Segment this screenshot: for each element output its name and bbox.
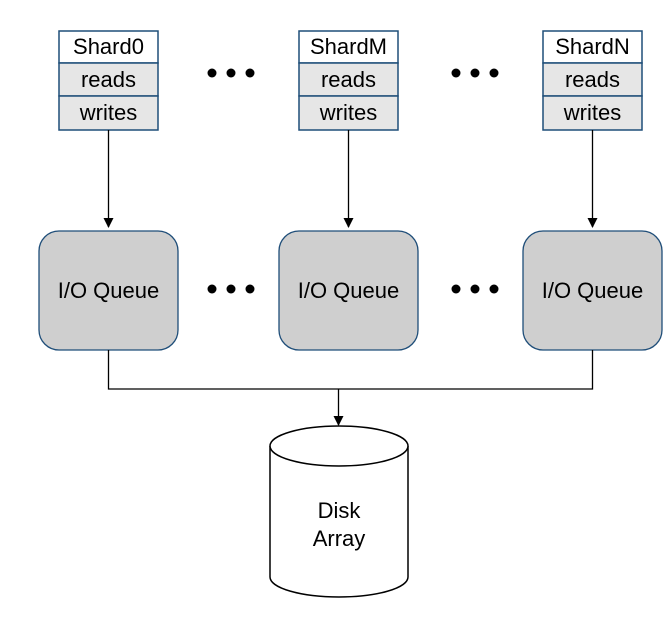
shard-box-m: ShardM reads writes [298, 30, 399, 131]
io-queue-0: I/O Queue [38, 230, 179, 351]
ellipsis-dots-mid-left [207, 284, 255, 294]
io-queue-m: I/O Queue [278, 230, 419, 351]
io-queue-label: I/O Queue [542, 278, 644, 303]
shard-writes-label: writes [319, 100, 377, 125]
merge-connector [107, 350, 594, 390]
io-queue-label: I/O Queue [58, 278, 160, 303]
shard-reads-label: reads [565, 67, 620, 92]
io-queue-n: I/O Queue [522, 230, 663, 351]
shard-reads-label: reads [81, 67, 136, 92]
shard-writes-label: writes [563, 100, 621, 125]
ellipsis-dots-mid-right [451, 284, 499, 294]
io-queue-label: I/O Queue [298, 278, 400, 303]
shard-title: ShardM [310, 34, 387, 59]
shard-box-0: Shard0 reads writes [58, 30, 159, 131]
ellipsis-dots-top-right [451, 68, 499, 78]
shard-title: Shard0 [73, 34, 144, 59]
shard-reads-label: reads [321, 67, 376, 92]
shard-title: ShardN [555, 34, 630, 59]
shard-writes-label: writes [79, 100, 137, 125]
disk-label-line2: Array [313, 526, 366, 551]
disk-array-cylinder: Disk Array [269, 425, 409, 598]
shard-box-n: ShardN reads writes [542, 30, 643, 131]
disk-label-line1: Disk [318, 498, 362, 523]
ellipsis-dots-top-left [207, 68, 255, 78]
